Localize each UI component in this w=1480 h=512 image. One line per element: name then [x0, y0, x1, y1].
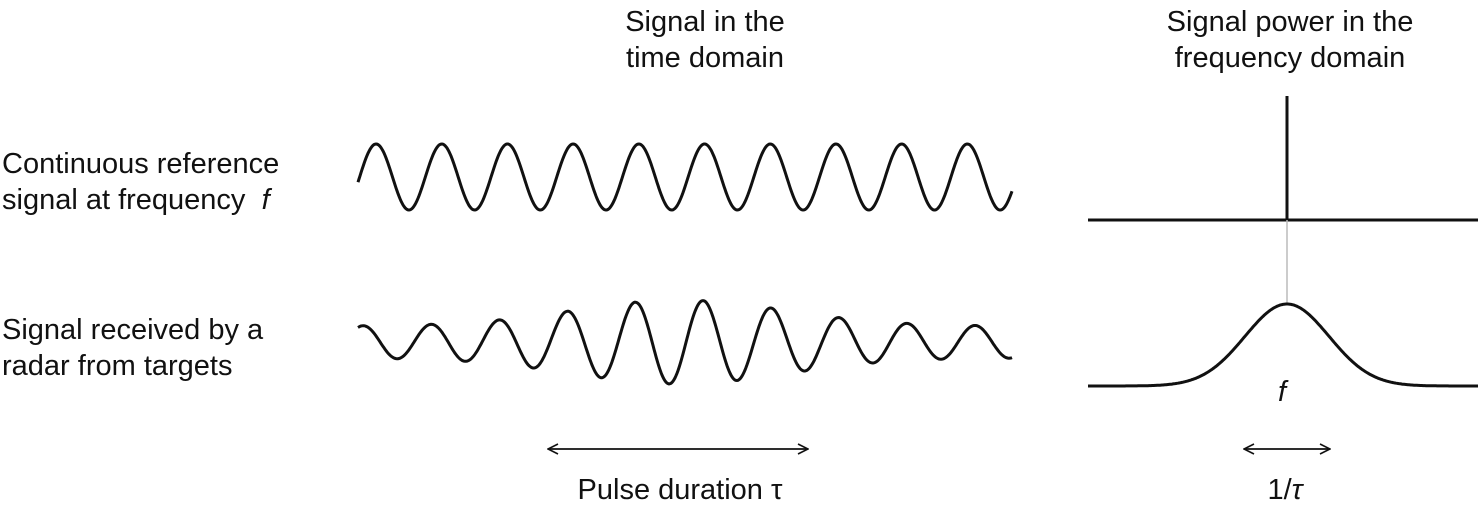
reference-frequency-symbol: f — [261, 184, 270, 216]
bandwidth-label: 1/τ — [1230, 472, 1340, 508]
reference-label-line2: signal at frequency f — [2, 182, 342, 218]
reference-label-line1: Continuous reference — [2, 148, 280, 180]
frequency-label: f — [1278, 376, 1287, 408]
received-label-line1: Signal received by a — [2, 314, 264, 346]
bandwidth-numerator: 1/ — [1267, 474, 1292, 506]
frequency-domain-header-line1: Signal power in the — [1166, 6, 1414, 38]
pulse-duration-label: Pulse duration τ — [577, 474, 783, 506]
received-pulse-wave — [357, 299, 1013, 386]
frequency-domain-header-line2: frequency domain — [1174, 42, 1406, 74]
received-label-line2: radar from targets — [2, 350, 233, 382]
time-domain-header: Signal in the time domain — [560, 4, 850, 76]
time-domain-header-line2: time domain — [626, 42, 784, 74]
received-signal-label: Signal received by a radar from targets — [2, 312, 342, 384]
reference-signal-label: Continuous reference signal at frequency… — [2, 146, 342, 218]
reference-label-text: signal at frequency — [2, 184, 246, 216]
reference-sine-wave — [356, 142, 1014, 212]
time-domain-header-line1: Signal in the — [625, 6, 785, 38]
bandwidth-tau: τ — [1291, 474, 1303, 506]
frequency-domain-header: Signal power in the frequency domain — [1120, 4, 1460, 76]
received-spectrum-curve — [1088, 302, 1478, 388]
